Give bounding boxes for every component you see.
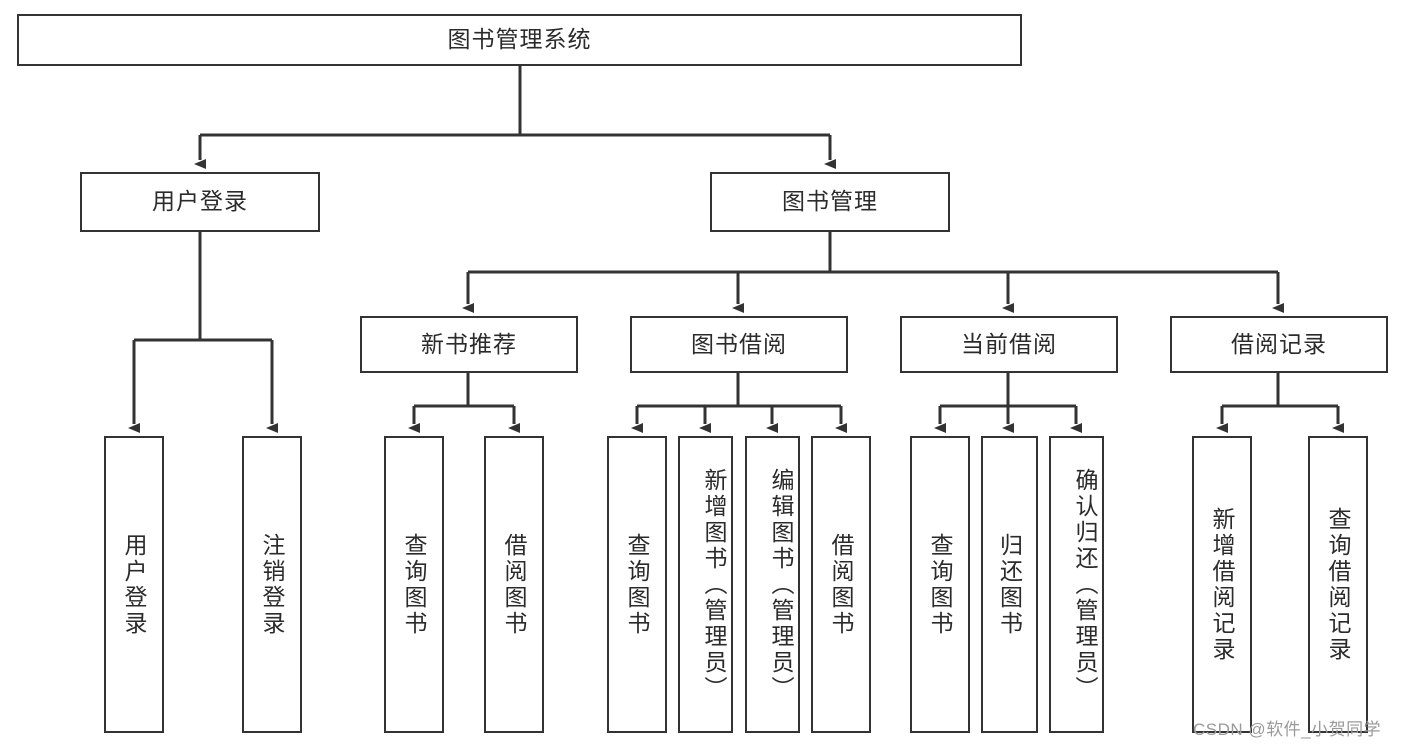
leaf-new-book-query[interactable]: 查询图书 <box>384 436 444 733</box>
csdn-watermark: CSDN @软件_小贺同学 <box>1193 720 1382 739</box>
leaf-user-login-logout[interactable]: 注销登录 <box>242 436 302 733</box>
leaf-borrow-edit-book-admin[interactable]: 编辑图书（管理员） <box>745 436 800 733</box>
leaf-user-login-login[interactable]: 用户登录 <box>104 436 164 733</box>
leaf-new-book-borrow[interactable]: 借阅图书 <box>484 436 544 733</box>
node-new-book-recommend[interactable]: 新书推荐 <box>360 316 578 373</box>
node-root-system[interactable]: 图书管理系统 <box>17 14 1022 66</box>
leaf-record-add-borrow-record[interactable]: 新增借阅记录 <box>1192 436 1252 733</box>
leaf-record-query-borrow-record[interactable]: 查询借阅记录 <box>1308 436 1368 733</box>
node-book-borrow[interactable]: 图书借阅 <box>630 316 848 373</box>
leaf-borrow-add-book-admin[interactable]: 新增图书（管理员） <box>678 436 733 733</box>
leaf-borrow-borrow-book[interactable]: 借阅图书 <box>811 436 871 733</box>
leaf-borrow-query-book[interactable]: 查询图书 <box>607 436 667 733</box>
node-user-login[interactable]: 用户登录 <box>80 172 320 232</box>
leaf-current-query-book[interactable]: 查询图书 <box>910 436 970 733</box>
node-current-borrow[interactable]: 当前借阅 <box>900 316 1118 373</box>
node-book-management[interactable]: 图书管理 <box>710 172 950 232</box>
leaf-current-confirm-return-admin[interactable]: 确认归还（管理员） <box>1049 436 1104 733</box>
node-borrow-record[interactable]: 借阅记录 <box>1170 316 1388 373</box>
leaf-current-return-book[interactable]: 归还图书 <box>981 436 1038 733</box>
